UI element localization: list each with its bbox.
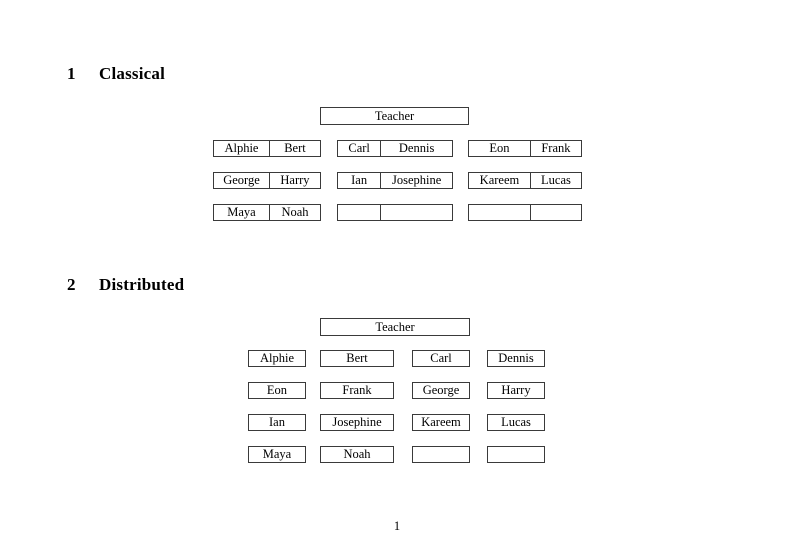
page-number: 1 (393, 519, 401, 533)
student-cell: Bert (268, 141, 320, 156)
student-box: Carl (412, 350, 470, 367)
student-box: Harry (487, 382, 545, 399)
student-box: Kareem (412, 414, 470, 431)
student-pair-row: Kareem Lucas (468, 172, 582, 189)
empty-box (412, 446, 470, 463)
student-box: George (412, 382, 470, 399)
section-number: 1 (67, 64, 76, 83)
student-cell: Frank (529, 141, 581, 156)
empty-cell (529, 205, 581, 220)
student-box: Eon (248, 382, 306, 399)
student-cell: Carl (348, 141, 370, 155)
student-pair-row: George Harry (213, 172, 321, 189)
section-title: Classical (99, 64, 166, 83)
student-pair-row: Carl Dennis (337, 140, 453, 157)
empty-box (487, 446, 545, 463)
student-box: Maya (248, 446, 306, 463)
student-cell: Ian (351, 173, 368, 187)
section-title: Distributed (99, 275, 185, 294)
student-pair-row (337, 204, 453, 221)
student-cell: George (223, 173, 260, 187)
student-box: Dennis (487, 350, 545, 367)
student-cell: Kareem (479, 173, 520, 187)
student-cell: Noah (268, 205, 320, 220)
teacher-box-distributed: Teacher (320, 318, 470, 336)
section-heading-distributed: 2 Distributed (67, 275, 184, 295)
section-number: 2 (67, 275, 76, 294)
student-box: Lucas (487, 414, 545, 431)
teacher-box-classical: Teacher (320, 107, 469, 125)
student-pair-row: Eon Frank (468, 140, 582, 157)
student-box: Ian (248, 414, 306, 431)
empty-cell (469, 205, 530, 220)
student-cell: Alphie (224, 141, 259, 155)
student-pair-row (468, 204, 582, 221)
student-cell: Harry (268, 173, 320, 188)
student-box: Josephine (320, 414, 394, 431)
student-pair-row: Ian Josephine (337, 172, 453, 189)
student-cell: Maya (227, 205, 256, 219)
empty-cell (380, 205, 452, 220)
student-box: Noah (320, 446, 394, 463)
student-box: Frank (320, 382, 394, 399)
student-cell: Josephine (380, 173, 452, 188)
student-box: Alphie (248, 350, 306, 367)
student-pair-row: Alphie Bert (213, 140, 321, 157)
student-cell: Eon (489, 141, 510, 155)
section-heading-classical: 1 Classical (67, 64, 165, 84)
student-cell: Lucas (529, 173, 581, 188)
student-pair-row: Maya Noah (213, 204, 321, 221)
student-box: Bert (320, 350, 394, 367)
student-cell: Dennis (380, 141, 452, 156)
empty-cell (338, 205, 380, 220)
